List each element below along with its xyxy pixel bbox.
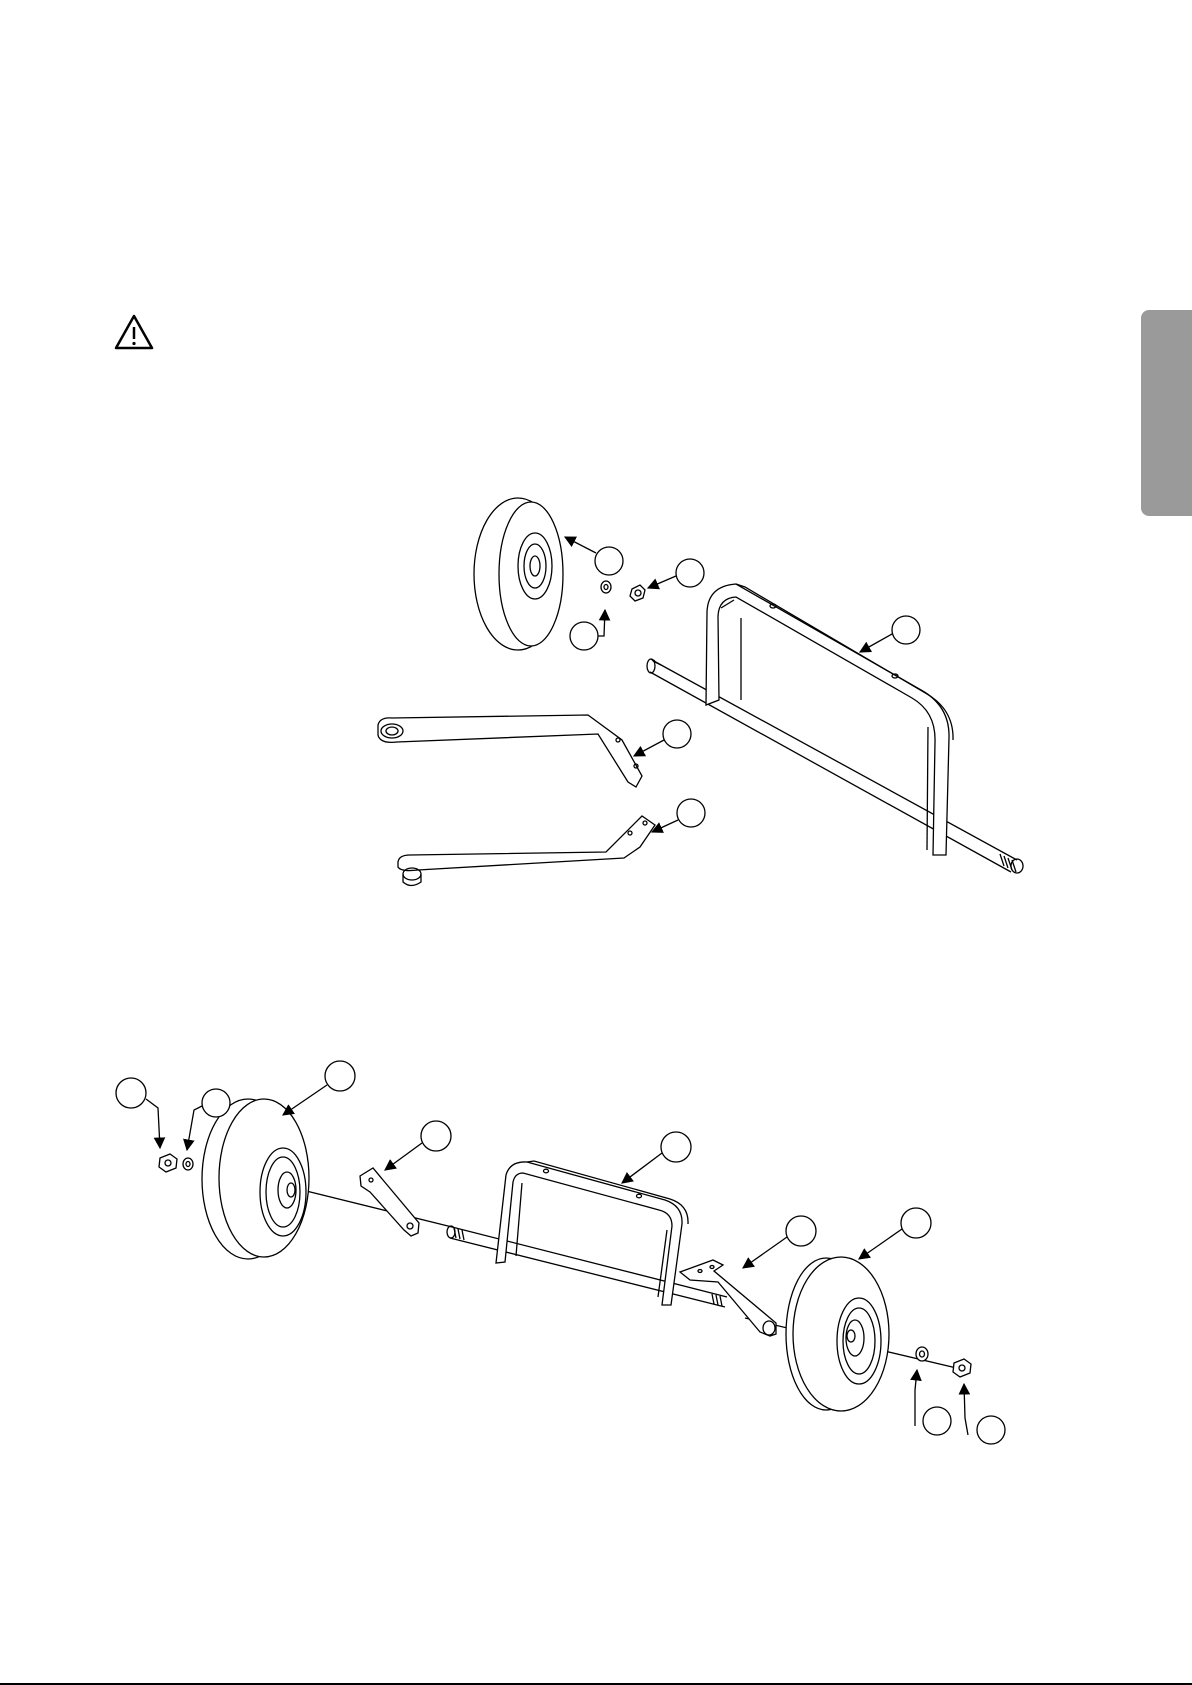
callout-right-nut: [977, 1416, 1005, 1444]
right-nut-part: [953, 1359, 971, 1377]
left-washer-part: [183, 1158, 193, 1170]
axle-rod-part: [447, 1226, 727, 1307]
right-bracket-part: [680, 1260, 776, 1336]
right-washer-part: [916, 1347, 928, 1361]
callout-wheel: [595, 547, 623, 575]
left-axle-line: [286, 1186, 452, 1227]
callout-left-wheel: [325, 1061, 355, 1091]
left-nut-part: [159, 1154, 177, 1172]
callout-right-washer: [923, 1407, 951, 1435]
right-wheel-part: [786, 1257, 889, 1411]
u-frame-part: [496, 1161, 688, 1305]
washer-part: [601, 581, 611, 593]
callout-left-bracket: [421, 1121, 451, 1151]
callout-frame: [661, 1132, 691, 1162]
callout-left-washer: [202, 1089, 230, 1117]
warning-triangle-icon: [116, 316, 152, 348]
axle-rod-part: [647, 659, 1023, 873]
assembled-view: [116, 1061, 1005, 1444]
callout-lower-arm: [677, 799, 705, 827]
upper-arm-part: [378, 715, 642, 787]
callout-right-wheel: [901, 1208, 931, 1238]
callout-upper-arm: [663, 720, 691, 748]
callout-washer: [570, 622, 598, 650]
wheel-part: [474, 498, 563, 650]
left-wheel-part: [202, 1099, 309, 1259]
callout-right-bracket: [786, 1216, 816, 1246]
callouts-exploded: [565, 537, 920, 832]
nut-part: [630, 585, 645, 601]
callout-left-nut: [116, 1078, 146, 1108]
callout-nut: [676, 559, 704, 587]
left-bracket-part: [360, 1168, 419, 1236]
exploded-view: [378, 498, 1023, 886]
lower-arm-part: [398, 816, 655, 886]
callout-frame: [892, 616, 920, 644]
